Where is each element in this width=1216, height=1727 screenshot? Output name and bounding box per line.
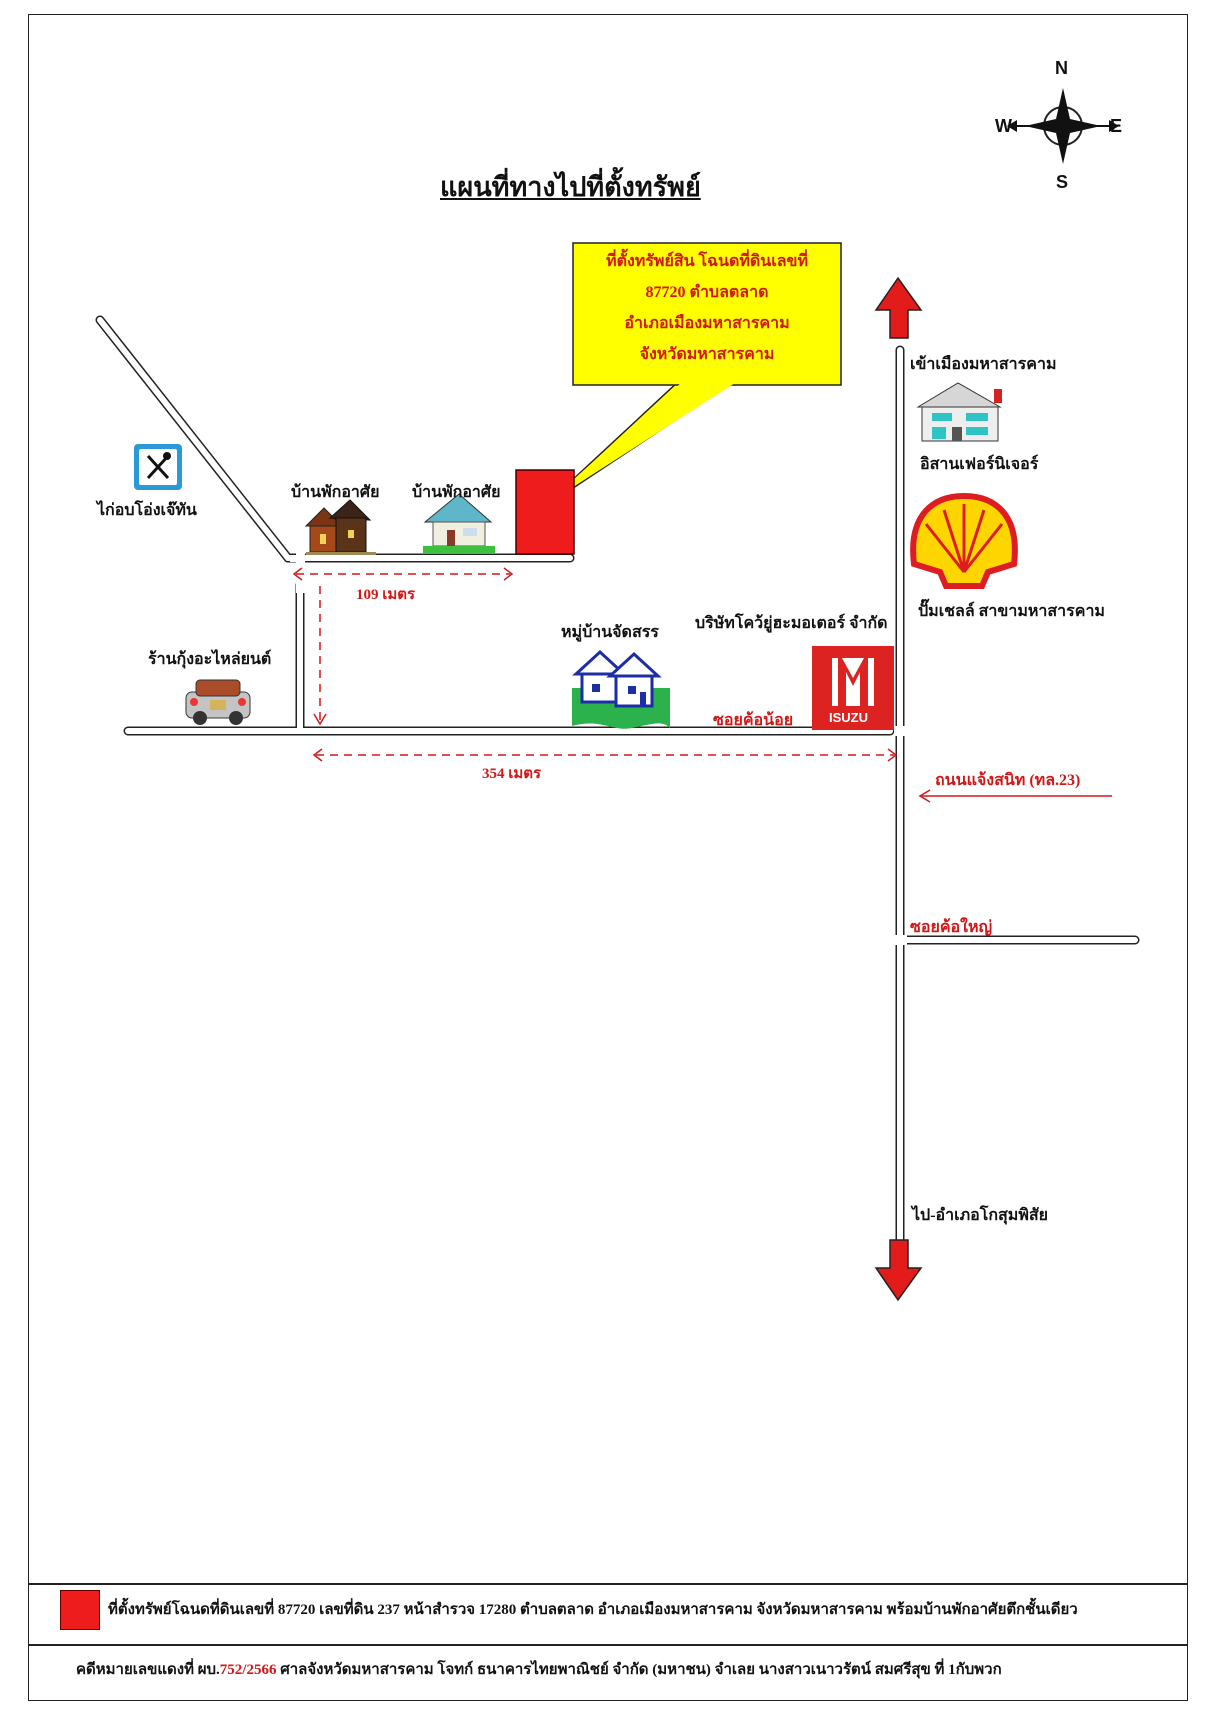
page-title: แผนที่ทางไปที่ตั้งทรัพย์ [440, 172, 701, 202]
property-marker [515, 469, 575, 555]
village-icon [572, 649, 670, 729]
furniture-label: อิสานเฟอร์นิเจอร์ [920, 456, 1039, 473]
compass-e-label: E [1110, 116, 1123, 136]
distance-109-label: 109 เมตร [356, 587, 416, 603]
property-callout [539, 242, 842, 511]
soi-kho-noi-label: ซอยค้อน้อย [713, 712, 794, 729]
isuzu-logo-icon [812, 646, 894, 730]
north-arrow [874, 276, 923, 339]
village-label: หมู่บ้านจัดสรร [561, 624, 659, 641]
garage-label: ร้านกุ้งอะไหล่ยนต์ [148, 651, 272, 668]
south-arrow [874, 1239, 923, 1302]
callout-line-4: จังหวัดมหาสารคาม [639, 346, 775, 363]
house1-label: บ้านพักอาศัย [291, 484, 380, 501]
distance-354-line [312, 748, 898, 762]
map-frame [28, 14, 1188, 1701]
restaurant-icon [134, 444, 182, 490]
case-prefix: คดีหมายเลขแดงที่ ผบ. [76, 1662, 220, 1678]
legend-case-text: คดีหมายเลขแดงที่ ผบ.752/2566 ศาลจังหวัดม… [76, 1657, 1002, 1681]
distance-354-label: 354 เมตร [482, 766, 542, 782]
soi-kho-yai-label: ซอยค้อใหญ่ [910, 919, 993, 936]
car-parts-shop-icon [185, 679, 251, 725]
to-kosum-label: ไป-อำเภอโกสุมพิสัย [912, 1207, 1049, 1224]
callout-text: ที่ตั้งทรัพย์สิน โฉนดที่ดินเลขที่ 87720 … [574, 246, 840, 370]
furniture-store-icon [916, 382, 1002, 442]
compass-w-label: W [995, 116, 1012, 136]
callout-line-3: อำเภอเมืองมหาสารคาม [624, 315, 790, 332]
distance-109-line [292, 567, 514, 726]
legend-divider-bottom [28, 1644, 1188, 1646]
compass-s-label: S [1056, 172, 1069, 192]
main-road-label: ถนนแจ้งสนิท (ทล.23) [935, 772, 1081, 789]
house-icon-dark [304, 499, 376, 555]
case-number: 752/2566 [219, 1662, 277, 1678]
legend-divider-top [28, 1583, 1188, 1585]
callout-line-2: 87720 ตำบลตลาด [645, 284, 769, 301]
compass-n-label: N [1055, 58, 1068, 78]
isuzu-company-label: บริษัทโคว้ยู่ฮะมอเตอร์ จำกัด [695, 615, 888, 632]
case-suffix: ศาลจังหวัดมหาสารคาม โจทก์ ธนาคารไทยพาณิช… [276, 1662, 1002, 1678]
restaurant-label: ไก่อบโอ่งเจ๊ทัน [97, 502, 197, 519]
legend-property-swatch [60, 1590, 100, 1630]
compass-rose [1007, 88, 1119, 164]
house-icon-blue [423, 493, 495, 554]
shell-logo-icon [910, 492, 1018, 589]
to-city-label: เข้าเมืองมหาสารคาม [910, 356, 1057, 373]
main-road-direction-arrow [918, 789, 1112, 803]
legend-property-text: ที่ตั้งทรัพย์โฉนดที่ดินเลขที่ 87720 เลขท… [108, 1602, 1078, 1618]
shell-label: ปั๊มเชลล์ สาขามหาสารคาม [918, 603, 1105, 620]
house2-label: บ้านพักอาศัย [412, 484, 501, 501]
callout-line-1: ที่ตั้งทรัพย์สิน โฉนดที่ดินเลขที่ [606, 253, 808, 270]
isuzu-logo-text: ISUZU [829, 710, 868, 725]
